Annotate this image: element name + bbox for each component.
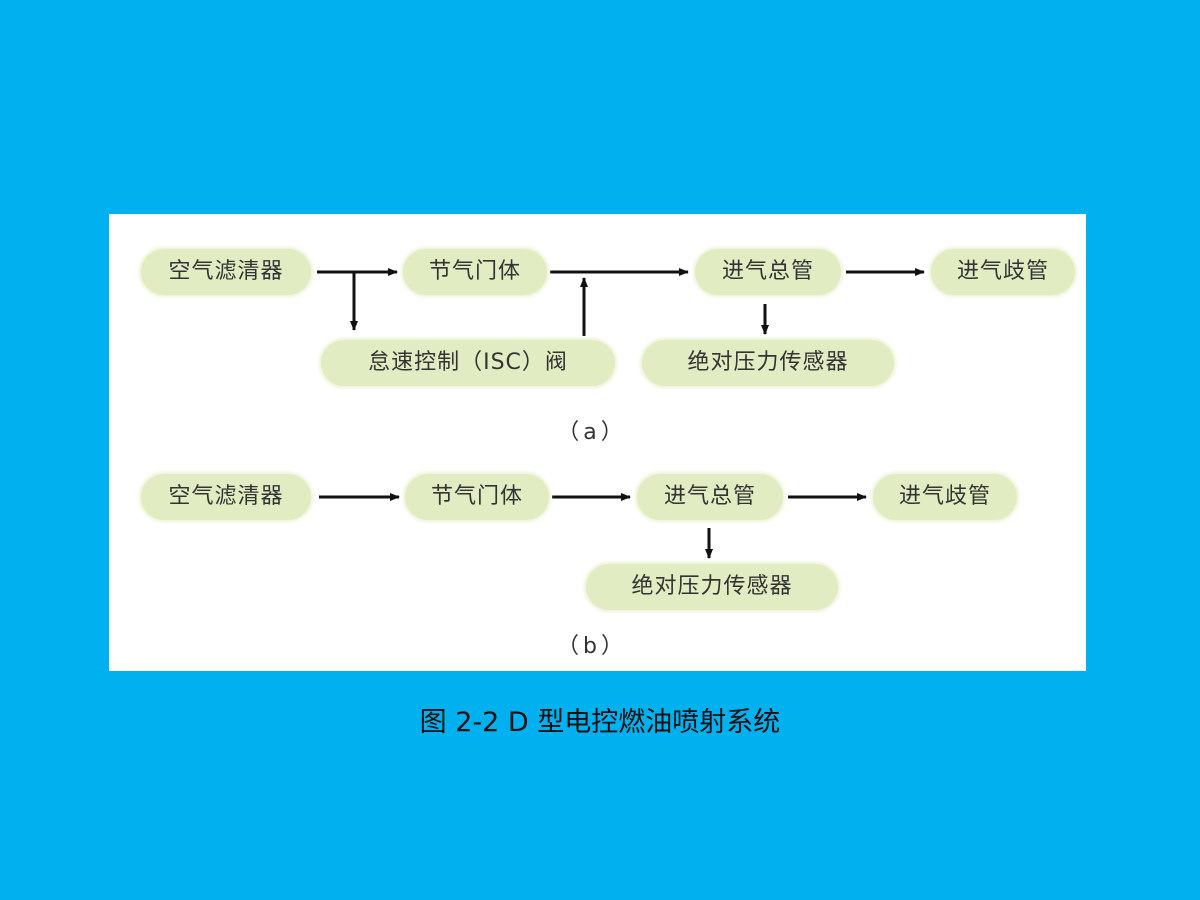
flow-arrows: [317, 268, 925, 559]
label-b: （b）: [557, 634, 627, 659]
node-b-intake-plenum: 进气总管: [637, 474, 783, 520]
node-a-throttle-body: 节气门体: [403, 249, 547, 295]
node-b-air-filter: 空气滤清器: [141, 474, 311, 520]
node-b-throttle-body: 节气门体: [405, 474, 549, 520]
diagram-panel: 空气滤清器 节气门体 进气总管 进气歧管 怠速控制（ISC）阀 绝对压力传感器 …: [109, 214, 1086, 671]
node-a-air-filter: 空气滤清器: [141, 249, 311, 295]
node-a-intake-manifold: 进气歧管: [931, 249, 1075, 295]
node-b-map-sensor: 绝对压力传感器: [586, 564, 838, 610]
node-a-isc-valve: 怠速控制（ISC）阀: [321, 340, 615, 386]
node-a-intake-plenum: 进气总管: [695, 249, 841, 295]
label-a: （a）: [557, 420, 627, 445]
node-b-intake-manifold: 进气歧管: [873, 474, 1017, 520]
node-a-map-sensor: 绝对压力传感器: [642, 340, 894, 386]
figure-caption: 图 2-2 D 型电控燃油喷射系统: [419, 707, 781, 738]
